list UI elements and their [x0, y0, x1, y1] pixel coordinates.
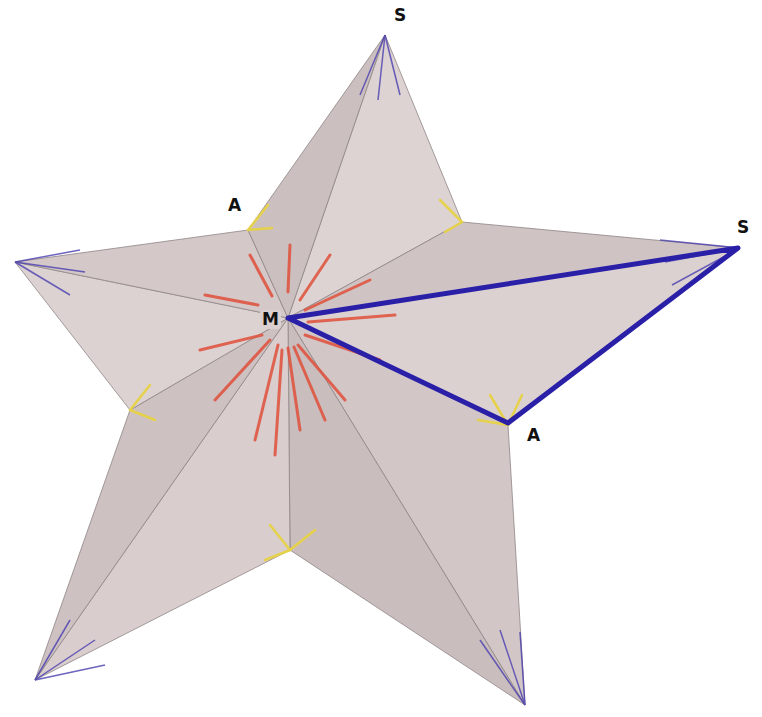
point-label: S [735, 218, 751, 237]
highlight-triangle [288, 248, 738, 423]
point-label: M [260, 310, 281, 329]
point-label: A [226, 196, 243, 215]
point-label: A [525, 426, 542, 445]
point-label: S [392, 6, 408, 25]
